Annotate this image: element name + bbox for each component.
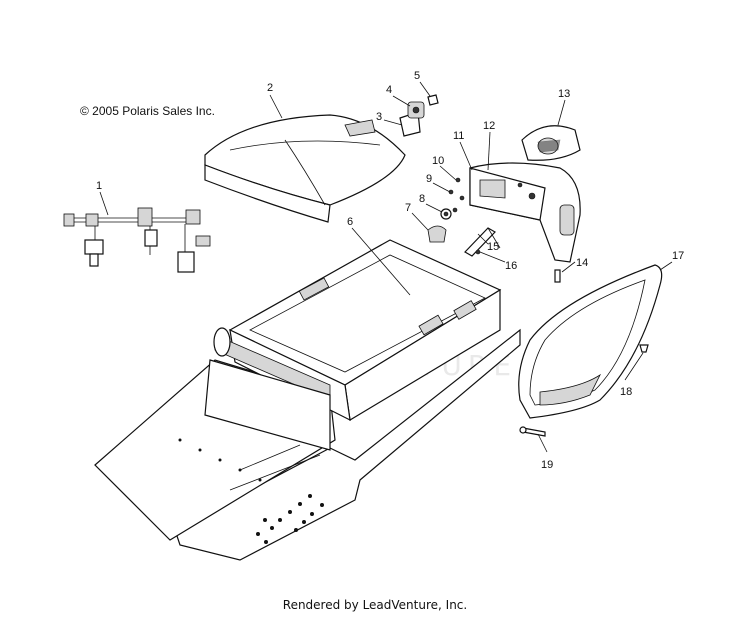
side-cover bbox=[518, 264, 663, 419]
ignition-switch bbox=[399, 94, 439, 137]
callout-numbers: 1 2 3 4 5 6 7 8 9 10 11 12 13 14 15 16 1… bbox=[96, 70, 684, 471]
callout-3: 3 bbox=[376, 111, 382, 123]
callout-17: 17 bbox=[672, 250, 684, 262]
footer-credit: Rendered by LeadVenture, Inc. bbox=[282, 598, 468, 612]
leader-lines bbox=[99, 81, 673, 453]
callout-13: 13 bbox=[558, 88, 570, 100]
tail-light-housing bbox=[469, 162, 581, 263]
fasteners bbox=[427, 177, 465, 243]
callout-2: 2 bbox=[267, 82, 273, 94]
callout-10: 10 bbox=[432, 155, 444, 167]
callout-7: 7 bbox=[405, 202, 411, 214]
tail-lens bbox=[521, 125, 581, 161]
callout-11: 11 bbox=[453, 130, 464, 142]
callout-1: 1 bbox=[96, 180, 102, 192]
callout-18: 18 bbox=[620, 386, 632, 398]
tunnel-holes bbox=[178, 438, 324, 544]
seat bbox=[204, 114, 406, 223]
callout-6: 6 bbox=[347, 216, 353, 228]
callout-5: 5 bbox=[414, 70, 420, 82]
screw-19 bbox=[519, 426, 546, 437]
callout-8: 8 bbox=[419, 193, 425, 205]
wiring-harness bbox=[63, 207, 211, 273]
callout-15: 15 bbox=[487, 241, 499, 253]
rear-storage-box bbox=[204, 239, 502, 451]
screw-18 bbox=[639, 344, 649, 353]
pin bbox=[554, 269, 561, 283]
callout-16: 16 bbox=[505, 260, 517, 272]
copyright-notice: © 2005 Polaris Sales Inc. bbox=[80, 104, 215, 118]
callout-4: 4 bbox=[386, 84, 392, 96]
callout-14: 14 bbox=[576, 257, 588, 269]
callout-19: 19 bbox=[541, 459, 553, 471]
callout-9: 9 bbox=[426, 173, 432, 185]
callout-12: 12 bbox=[483, 120, 495, 132]
